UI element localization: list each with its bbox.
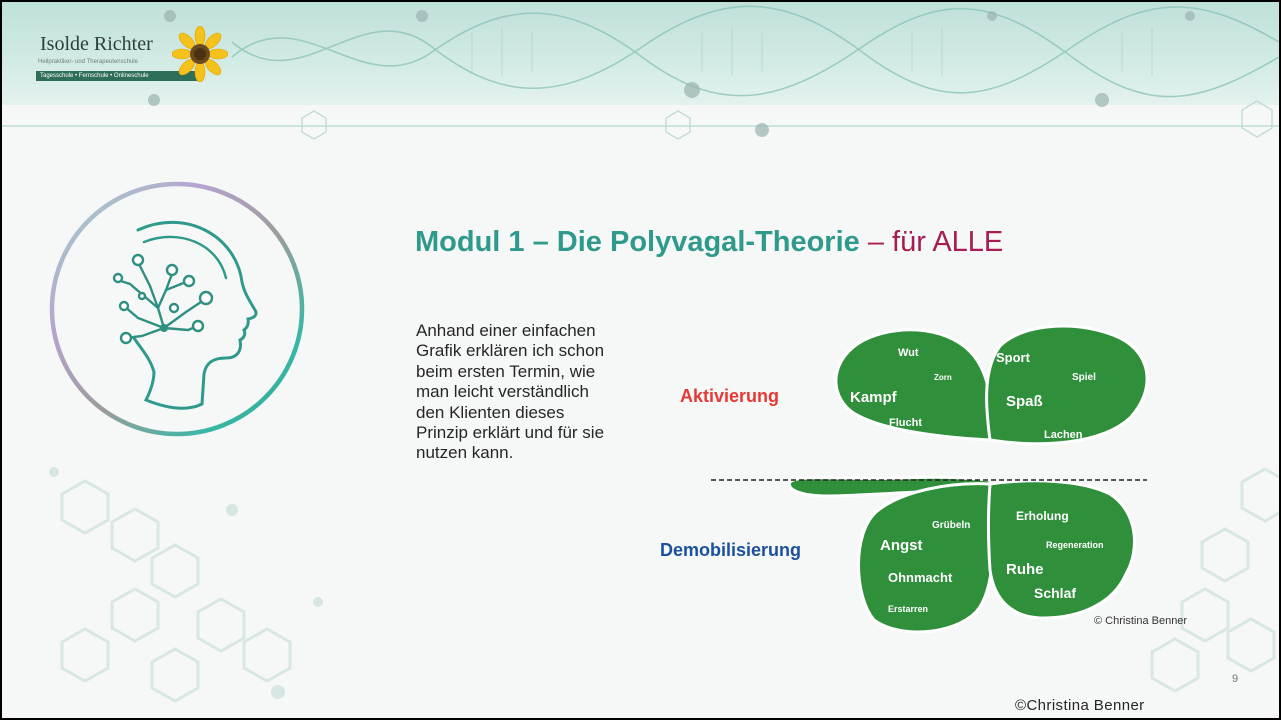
school-logo: Isolde Richter Heilpraktiker- und Therap… <box>30 26 230 90</box>
word-zorn: Zorn <box>934 373 952 382</box>
clover-stem <box>787 475 992 498</box>
word-wut: Wut <box>898 347 919 359</box>
word-erstarren: Erstarren <box>888 604 928 614</box>
word-lachen: Lachen <box>1044 429 1083 441</box>
logo-name: Isolde Richter <box>40 33 153 55</box>
word-schlaf: Schlaf <box>1034 585 1076 601</box>
logo-subtitle: Heilpraktiker- und Therapeutenschule <box>38 59 138 65</box>
word-erholung: Erholung <box>1016 509 1069 523</box>
word-ruhe: Ruhe <box>1006 561 1044 578</box>
body-paragraph: Anhand einer einfachen Grafik erklären i… <box>416 321 605 463</box>
slide-title: Modul 1 – Die Polyvagal-Theorie – für AL… <box>415 226 1003 259</box>
title-dash: – <box>859 226 893 258</box>
logo-strip: Tagesschule • Fernschule • Onlineschule <box>36 71 202 81</box>
word-spass: Spaß <box>1006 393 1043 410</box>
brain-network-icon <box>49 181 305 437</box>
leaf-top-left <box>834 328 993 442</box>
leaf-bottom-left <box>857 482 995 634</box>
slide-number: 9 <box>1232 673 1239 685</box>
label-demobilisierung: Demobilisierung <box>660 540 801 560</box>
word-sport: Sport <box>996 350 1031 365</box>
graphic-credit: © Christina Benner <box>1094 615 1187 627</box>
label-aktivierung: Aktivierung <box>680 386 779 406</box>
title-main: Modul 1 – Die Polyvagal-Theorie <box>415 226 860 258</box>
footer-copyright: ©Christina Benner <box>1015 697 1145 714</box>
header-divider <box>2 125 1279 127</box>
word-ohnmacht: Ohnmacht <box>888 570 953 585</box>
leaf-top-right <box>985 324 1149 446</box>
word-regeneration: Regeneration <box>1046 540 1104 550</box>
word-kampf: Kampf <box>850 389 898 406</box>
word-spiel: Spiel <box>1072 372 1096 383</box>
polyvagal-clover-graphic: Aktivierung Demobilisierung Wut Zorn Kam… <box>660 324 1187 634</box>
word-gruebeln: Grübeln <box>932 520 970 531</box>
title-suffix: für ALLE <box>892 226 1004 258</box>
word-flucht: Flucht <box>889 417 922 429</box>
leaf-bottom-right <box>987 479 1136 620</box>
word-angst: Angst <box>880 537 923 554</box>
sunflower-icon <box>172 26 228 82</box>
